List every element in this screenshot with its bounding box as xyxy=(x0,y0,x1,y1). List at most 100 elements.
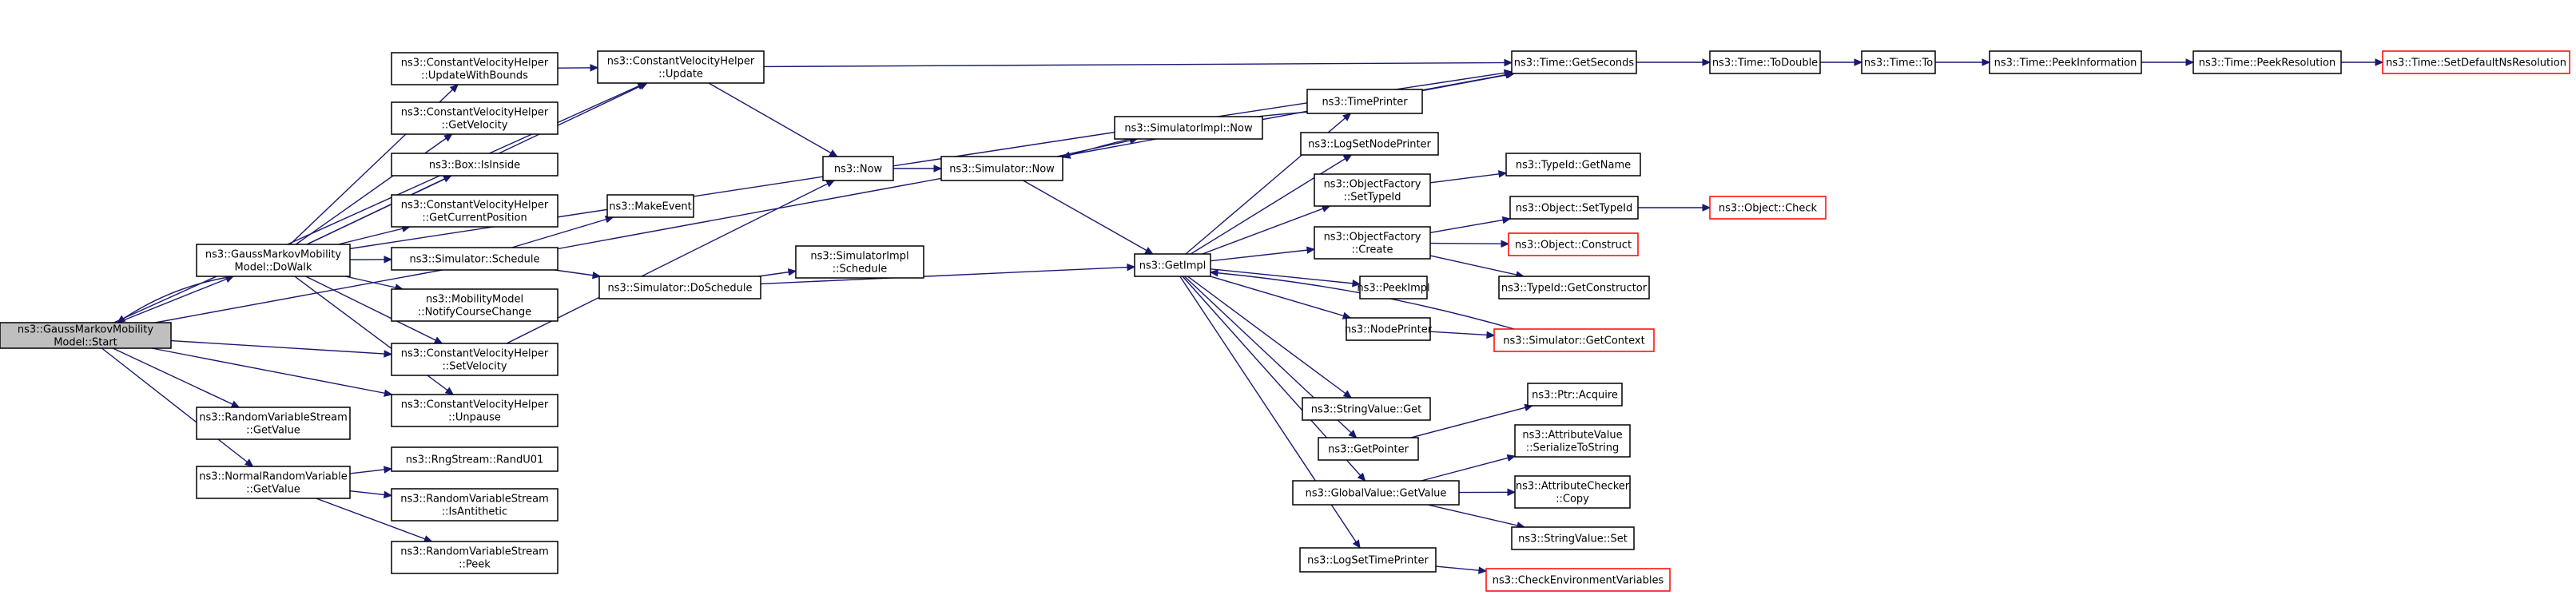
edge-getimpl-to-peekimpl xyxy=(1210,268,1361,285)
node-label: ::Update xyxy=(658,69,703,81)
node-box xyxy=(822,156,894,181)
node-label: ns3::TypeId::GetName xyxy=(1516,160,1631,172)
edge-start-to-cvh_update xyxy=(113,82,646,323)
node-stringvalue_get[interactable]: ns3::StringValue::Get xyxy=(1302,397,1431,421)
node-sim_schedule[interactable]: ns3::Simulator::Schedule xyxy=(391,247,559,271)
arrowhead-dowalk-to-box_isinside xyxy=(442,175,452,183)
node-box xyxy=(1514,424,1631,458)
node-sim_doschedule[interactable]: ns3::Simulator::DoSchedule xyxy=(598,276,761,299)
node-typeid_getname[interactable]: ns3::TypeId::GetName xyxy=(1505,153,1641,177)
node-label: ns3::ConstantVelocityHelper xyxy=(401,399,549,411)
node-label: ns3::ObjectFactory xyxy=(1324,232,1421,244)
edge-dowalk-to-cvh_unpause xyxy=(294,276,454,395)
node-time_peekinformation[interactable]: ns3::Time::PeekInformation xyxy=(1989,50,2142,74)
node-av_serializetostring[interactable]: ns3::AttributeValue::SerializeToString xyxy=(1514,424,1631,458)
arrowhead-getimpl-to-of_create xyxy=(1306,246,1316,254)
edge-cvh_update-to-now xyxy=(708,82,838,157)
node-object_check[interactable]: ns3::Object::Check xyxy=(1709,196,1827,220)
node-getpointer[interactable]: ns3::GetPointer xyxy=(1318,437,1419,461)
node-object_construct[interactable]: ns3::Object::Construct xyxy=(1508,232,1639,256)
node-time_todouble[interactable]: ns3::Time::ToDouble xyxy=(1709,50,1821,74)
node-time_peekresolution[interactable]: ns3::Time::PeekResolution xyxy=(2192,50,2342,74)
node-getimpl[interactable]: ns3::GetImpl xyxy=(1134,253,1211,277)
node-cvh_unpause[interactable]: ns3::ConstantVelocityHelper::Unpause xyxy=(391,394,559,427)
node-rvs_isantithetic[interactable]: ns3::RandomVariableStream::IsAntithetic xyxy=(391,488,559,522)
arrowhead-sim_doschedule-to-getimpl xyxy=(1127,263,1136,272)
node-ptr_acquire[interactable]: ns3::Ptr::Acquire xyxy=(1527,383,1623,407)
arrowhead-dowalk-to-sim_schedule xyxy=(384,256,393,264)
node-label: ns3::AttributeValue xyxy=(1522,430,1622,442)
node-logsettimeprinter[interactable]: ns3::LogSetTimePrinter xyxy=(1299,547,1437,573)
node-sim_now[interactable]: ns3::Simulator::Now xyxy=(940,156,1063,181)
node-now[interactable]: ns3::Now xyxy=(822,156,894,181)
node-label: ::Copy xyxy=(1556,494,1589,506)
node-label: ::Schedule xyxy=(833,264,888,276)
node-label: ns3::Time::GetSeconds xyxy=(1514,58,1635,69)
node-gv_getvalue[interactable]: ns3::GlobalValue::GetValue xyxy=(1292,480,1460,506)
node-box xyxy=(1485,568,1671,592)
node-rng_randu01[interactable]: ns3::RngStream::RandU01 xyxy=(391,446,559,472)
edge-start-to-cvh_setvelocity xyxy=(170,339,392,355)
arrowhead-dowalk-to-start xyxy=(116,315,126,323)
node-label: ns3::ConstantVelocityHelper xyxy=(401,107,549,119)
node-box xyxy=(1314,173,1431,207)
edge-getimpl-to-of_create xyxy=(1210,248,1315,262)
node-box xyxy=(391,446,559,472)
node-peekimpl[interactable]: ns3::PeekImpl xyxy=(1357,276,1430,299)
node-ac_copy[interactable]: ns3::AttributeChecker::Copy xyxy=(1514,475,1631,509)
node-box xyxy=(1498,276,1650,299)
node-object_settypeid[interactable]: ns3::Object::SetTypeId xyxy=(1509,196,1639,220)
node-cvh_update[interactable]: ns3::ConstantVelocityHelper::Update xyxy=(597,50,765,84)
node-label: ns3::ConstantVelocityHelper xyxy=(401,58,549,69)
node-label: ::IsAntithetic xyxy=(442,506,507,518)
node-box xyxy=(1509,196,1639,220)
node-label: ns3::Time::To xyxy=(1864,58,1933,69)
node-box xyxy=(1314,226,1431,260)
node-box xyxy=(1134,253,1211,277)
node-stringvalue_set[interactable]: ns3::StringValue::Set xyxy=(1511,526,1635,550)
node-simimpl_now[interactable]: ns3::SimulatorImpl::Now xyxy=(1114,116,1263,140)
node-label: ::SetVelocity xyxy=(442,361,507,373)
node-cvh_getcurrentposition[interactable]: ns3::ConstantVelocityHelper::GetCurrentP… xyxy=(391,194,559,228)
arrowhead-gv_getvalue-to-ac_copy xyxy=(1507,488,1517,497)
node-label: ns3::Simulator::DoSchedule xyxy=(607,283,752,295)
node-mm_notify[interactable]: ns3::MobilityModel::NotifyCourseChange xyxy=(391,288,559,322)
edge-cvh_update-to-time_getseconds xyxy=(763,61,1513,68)
node-of_settypeid[interactable]: ns3::ObjectFactory::SetTypeId xyxy=(1314,173,1431,207)
node-cvh_getvelocity[interactable]: ns3::ConstantVelocityHelper::GetVelocity xyxy=(391,101,559,135)
node-rvs_getvalue[interactable]: ns3::RandomVariableStream::GetValue xyxy=(196,407,351,440)
arrowhead-cvh_update-to-time_getseconds xyxy=(1504,58,1513,67)
node-makeevent[interactable]: ns3::MakeEvent xyxy=(606,194,694,218)
node-box xyxy=(391,394,559,427)
node-checkenvvars[interactable]: ns3::CheckEnvironmentVariables xyxy=(1485,568,1671,592)
node-nrv_getvalue[interactable]: ns3::NormalRandomVariable::GetValue xyxy=(196,466,351,499)
node-time_to[interactable]: ns3::Time::To xyxy=(1861,50,1936,74)
arrowhead-start-to-nrv_getvalue xyxy=(244,458,254,467)
arrowhead-logsettimeprinter-to-checkenvvars xyxy=(1478,566,1488,574)
node-label: ns3::GlobalValue::GetValue xyxy=(1306,488,1447,500)
node-time_setdefaultnsresolution[interactable]: ns3::Time::SetDefaultNsResolution xyxy=(2382,50,2570,74)
node-box xyxy=(391,52,559,85)
node-label: ns3::Object::SetTypeId xyxy=(1516,203,1632,215)
node-label: ns3::Simulator::GetContext xyxy=(1503,335,1644,347)
node-time_getseconds[interactable]: ns3::Time::GetSeconds xyxy=(1511,50,1637,74)
node-typeid_getconstructor[interactable]: ns3::TypeId::GetConstructor xyxy=(1498,276,1650,299)
node-logsetnodeprinter[interactable]: ns3::LogSetNodePrinter xyxy=(1300,132,1439,156)
node-label: ns3::GaussMarkovMobility xyxy=(18,324,153,336)
node-cvh_setvelocity[interactable]: ns3::ConstantVelocityHelper::SetVelocity xyxy=(391,343,559,376)
node-sim_getcontext[interactable]: ns3::Simulator::GetContext xyxy=(1493,328,1655,352)
node-label: Model::DoWalk xyxy=(235,262,312,274)
node-simimpl_schedule[interactable]: ns3::SimulatorImpl::Schedule xyxy=(795,245,924,279)
node-of_create[interactable]: ns3::ObjectFactory::Create xyxy=(1314,226,1431,260)
node-box xyxy=(1359,276,1428,299)
node-cvh_updatewithbounds[interactable]: ns3::ConstantVelocityHelper::UpdateWithB… xyxy=(391,52,559,85)
node-label: ns3::StringValue::Set xyxy=(1518,534,1628,545)
node-box_isinside[interactable]: ns3::Box::IsInside xyxy=(391,153,559,177)
edges-layer xyxy=(101,58,2384,574)
node-timeprinter[interactable]: ns3::TimePrinter xyxy=(1306,89,1423,114)
node-rvs_peek[interactable]: ns3::RandomVariableStream::Peek xyxy=(391,541,559,574)
node-nodeprinter[interactable]: ns3::NodePrinter xyxy=(1345,317,1433,341)
